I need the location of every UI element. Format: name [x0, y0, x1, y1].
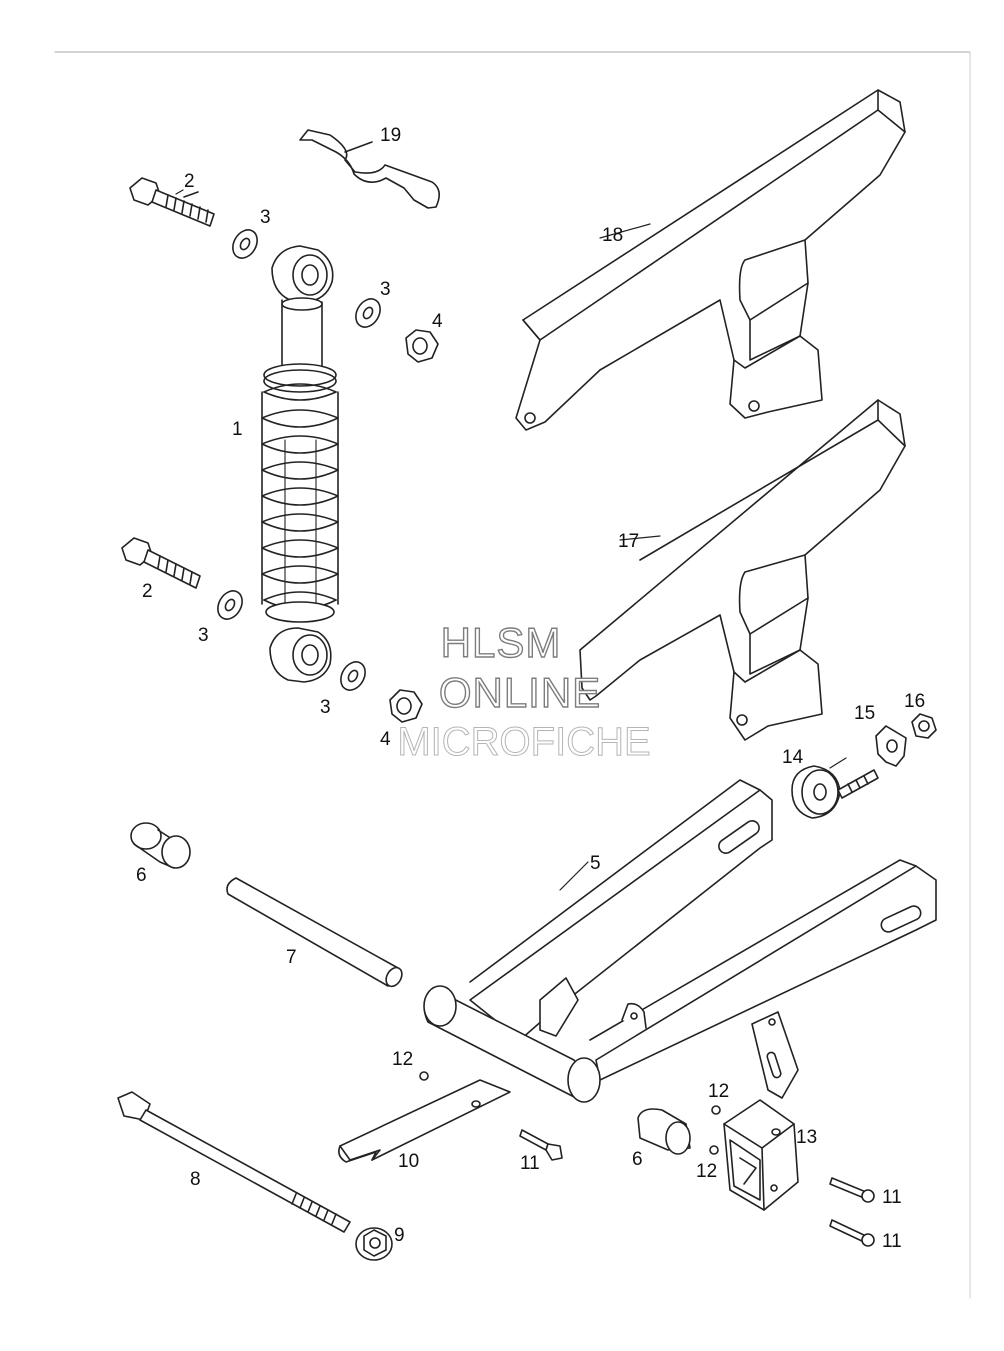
part-7-tube: [226, 877, 403, 988]
callout-2-lower: 2: [142, 581, 153, 602]
callout-11-right-lower: 11: [882, 1231, 902, 1252]
part-10-chain-slider: [338, 1079, 511, 1163]
part-2-bolt-lower: [121, 537, 201, 589]
part-6-bushing-b: [637, 1108, 691, 1155]
part-12-washer-b: [711, 1105, 721, 1115]
callout-2-upper: 2: [184, 171, 195, 192]
callout-6-lower: 6: [632, 1149, 643, 1170]
part-17-chain-guard: [579, 399, 906, 741]
part-13-chain-guide: [723, 1099, 799, 1211]
callout-3-upper-right: 3: [380, 279, 391, 300]
callout-12-right-upper: 12: [708, 1081, 730, 1102]
part-5-swing-arm: [423, 779, 937, 1103]
callout-5: 5: [590, 853, 601, 874]
callout-10: 10: [398, 1151, 420, 1172]
part-18-chain-guard: [515, 89, 906, 431]
callout-3-lower-right: 3: [320, 697, 331, 718]
callout-9: 9: [394, 1225, 405, 1246]
part-15-bracket: [875, 725, 907, 767]
callout-13: 13: [796, 1127, 818, 1148]
part-6-bushing-a: [130, 822, 191, 869]
watermark-line-1: HLSM: [440, 619, 562, 666]
callout-1: 1: [232, 419, 243, 440]
callout-7: 7: [286, 947, 297, 968]
callout-17: 17: [618, 531, 640, 552]
callout-12-right-lower: 12: [696, 1161, 718, 1182]
part-8-long-bolt: [117, 1091, 351, 1233]
part-19-clamp-plate: [299, 129, 440, 209]
part-9-flange-nut: [355, 1227, 393, 1261]
callout-4-lower: 4: [380, 729, 391, 750]
callout-14: 14: [782, 747, 804, 768]
part-3-washer-b: [355, 298, 381, 328]
part-4-nut-b: [389, 689, 423, 723]
callout-11-middle: 11: [520, 1153, 540, 1174]
part-12-washer-c: [709, 1145, 719, 1155]
callout-11-right-upper: 11: [882, 1187, 902, 1208]
part-3-washer-c: [217, 590, 243, 620]
callout-3-upper-left: 3: [260, 207, 271, 228]
part-11-screw-a: [519, 1129, 563, 1161]
callout-18: 18: [602, 225, 624, 246]
part-2-bolt-upper: [129, 177, 215, 227]
watermark-line-2: ONLINE: [438, 669, 602, 716]
part-12-washer-a: [419, 1071, 429, 1081]
callout-3-lower-left: 3: [198, 625, 209, 646]
callout-15: 15: [854, 703, 876, 724]
part-16-nut: [911, 713, 937, 739]
part-3-washer-d: [340, 661, 366, 691]
callout-6-upper: 6: [136, 865, 147, 886]
part-3-washer-a: [232, 229, 258, 259]
part-14-chain-roller: [791, 765, 879, 819]
part-11-screw-c: [829, 1219, 875, 1247]
leader-lines: [175, 189, 847, 891]
part-4-nut-a: [405, 329, 439, 363]
callout-12-left: 12: [392, 1049, 414, 1070]
callout-16: 16: [904, 691, 926, 712]
callout-8: 8: [190, 1169, 201, 1190]
watermark-line-3: MICROFICHE: [397, 720, 651, 764]
callout-4-upper: 4: [432, 311, 443, 332]
part-11-screw-b: [829, 1177, 875, 1203]
callout-19: 19: [380, 125, 402, 146]
part-1-shock-absorber: [261, 245, 339, 683]
